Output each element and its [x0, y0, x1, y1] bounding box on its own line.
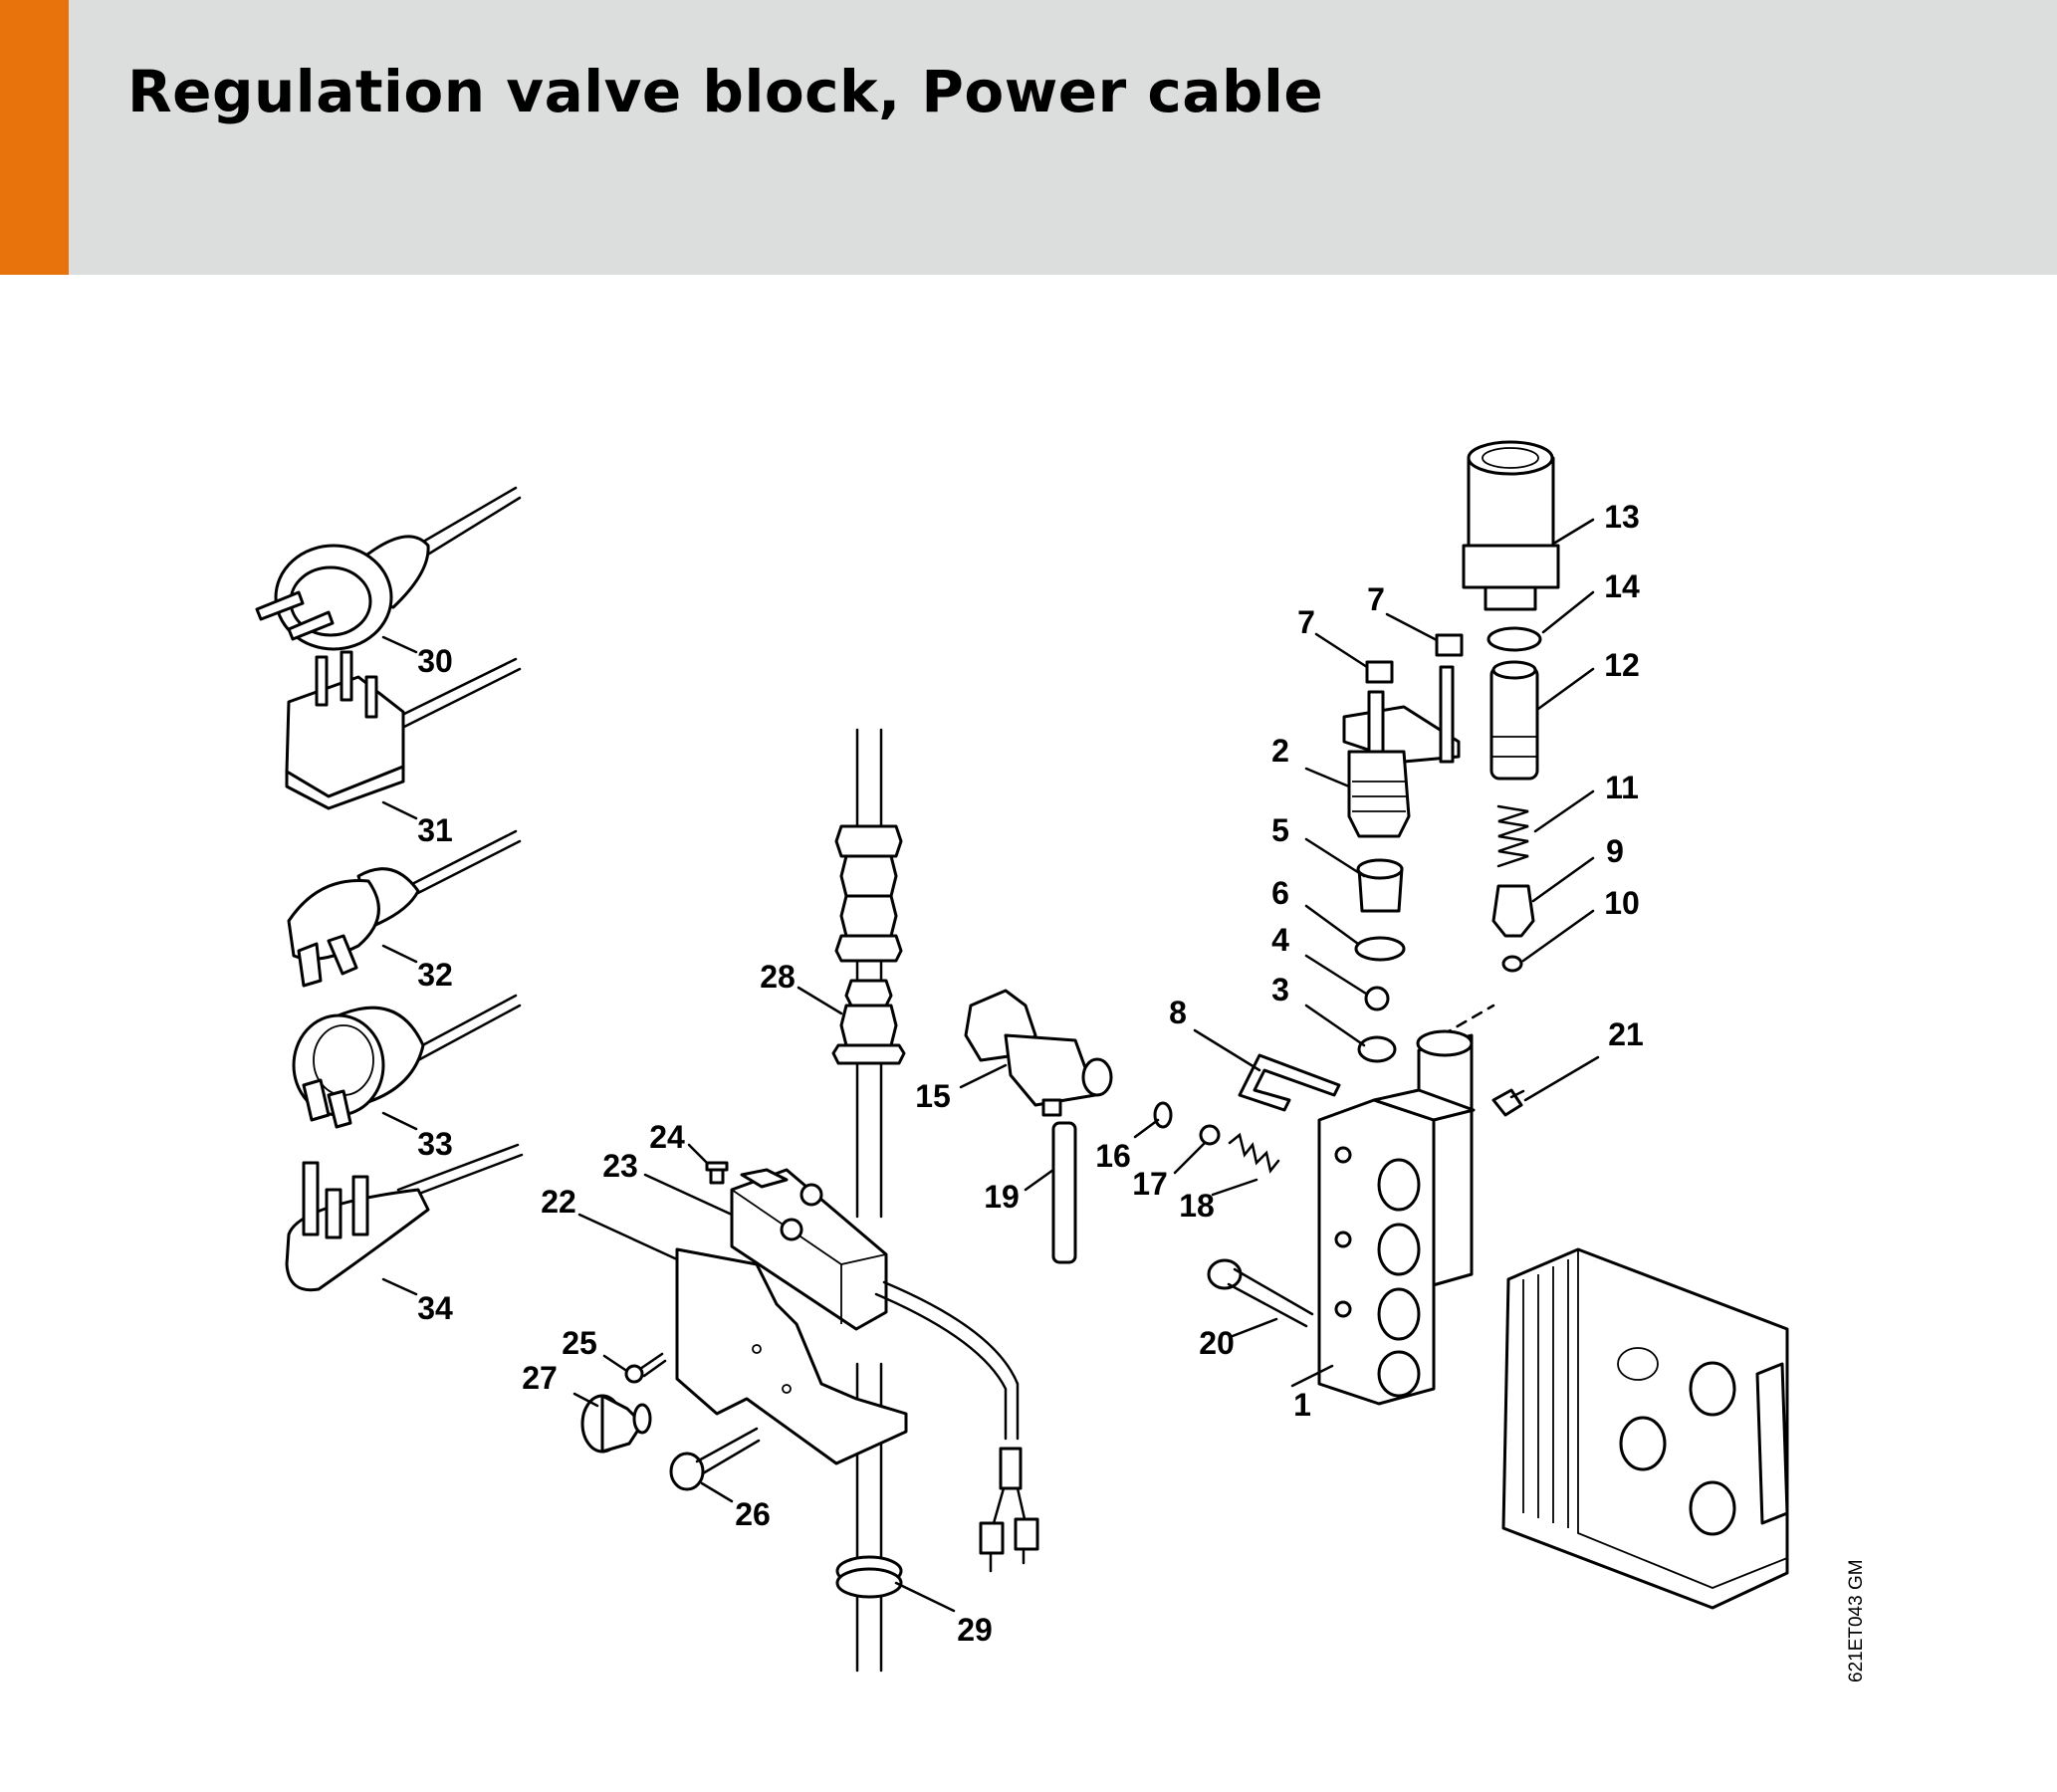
part-24-screw: [705, 1161, 729, 1185]
drawing-code: 621ET043 GM: [1846, 1559, 1867, 1682]
label-18: 18: [1179, 1188, 1215, 1224]
label-13: 13: [1604, 499, 1640, 535]
part-21-plug: [1491, 1088, 1525, 1117]
part-27-cap: [580, 1394, 652, 1454]
label-33: 33: [417, 1126, 453, 1162]
part-15-valve: [964, 989, 1113, 1117]
label-22: 22: [541, 1184, 576, 1220]
label-1: 1: [1293, 1387, 1311, 1423]
part-7b-nut: [1435, 633, 1464, 657]
label-24: 24: [649, 1119, 685, 1155]
label-28: 28: [760, 959, 796, 995]
leader-lines: [381, 518, 1600, 1613]
label-3: 3: [1271, 972, 1289, 1008]
part-8-bracket: [1238, 1053, 1341, 1112]
label-9: 9: [1606, 833, 1624, 869]
label-7b: 7: [1367, 581, 1385, 617]
cable-upper: [855, 728, 883, 1219]
label-20: 20: [1199, 1325, 1235, 1361]
plug-31-uk: [285, 650, 522, 810]
part-2-valve-assembly: [1342, 665, 1461, 838]
part-13-fitting: [1462, 440, 1560, 611]
accent-bar: [0, 0, 69, 275]
part-1-valve-block: [1317, 1029, 1476, 1406]
part-5-seat: [1356, 858, 1404, 913]
part-17-ball: [1199, 1124, 1221, 1146]
label-14: 14: [1604, 568, 1640, 604]
label-2: 2: [1271, 733, 1289, 769]
label-26: 26: [735, 1496, 771, 1532]
label-34: 34: [417, 1290, 453, 1326]
label-5: 5: [1271, 812, 1289, 848]
part-25-screw: [624, 1352, 667, 1384]
part-20-screw: [1207, 1258, 1314, 1328]
part-19-tube: [1051, 1121, 1077, 1264]
label-30: 30: [417, 643, 453, 679]
plug-34-indian: [285, 1143, 524, 1292]
label-29: 29: [957, 1612, 993, 1648]
page-title: Regulation valve block, Power cable: [127, 58, 1324, 125]
plug-33-round: [292, 994, 522, 1129]
header-band: [0, 0, 2057, 275]
label-21: 21: [1608, 1016, 1644, 1052]
switch-cable: [874, 1280, 1039, 1573]
label-11: 11: [1605, 770, 1639, 805]
part-12-sleeve: [1489, 660, 1539, 781]
label-4: 4: [1271, 922, 1289, 958]
part-29-nut: [835, 1555, 903, 1599]
label-8: 8: [1169, 995, 1187, 1030]
part-10-oring: [1501, 955, 1523, 973]
label-15: 15: [915, 1078, 951, 1114]
plug-30-schuko: [255, 486, 522, 651]
part-3-seat: [1357, 1035, 1397, 1063]
part-11-spring: [1496, 804, 1529, 868]
part-4-ball: [1364, 986, 1390, 1011]
part-26-screw: [669, 1427, 761, 1491]
part-16-oring: [1153, 1101, 1173, 1129]
part-6-oring: [1354, 936, 1406, 962]
part-14-oring: [1486, 626, 1542, 652]
label-32: 32: [417, 957, 453, 993]
label-12: 12: [1604, 647, 1640, 683]
label-6: 6: [1271, 875, 1289, 911]
part-9-piston: [1491, 884, 1535, 938]
part-7a-nut: [1365, 660, 1394, 684]
part-23-microswitch: [730, 1168, 888, 1331]
label-16: 16: [1095, 1138, 1131, 1174]
plug-32-australian: [287, 829, 522, 988]
label-10: 10: [1604, 885, 1640, 921]
label-23: 23: [602, 1148, 638, 1184]
part-22-bracket: [675, 1247, 908, 1465]
label-17: 17: [1132, 1166, 1168, 1202]
label-19: 19: [984, 1179, 1020, 1215]
part-18-spring: [1228, 1132, 1280, 1174]
label-7a: 7: [1297, 604, 1315, 640]
label-27: 27: [522, 1360, 558, 1396]
pump-head: [1501, 1247, 1789, 1610]
label-31: 31: [417, 812, 453, 848]
label-25: 25: [562, 1325, 597, 1361]
part-28-cable-gland: [831, 824, 906, 1065]
